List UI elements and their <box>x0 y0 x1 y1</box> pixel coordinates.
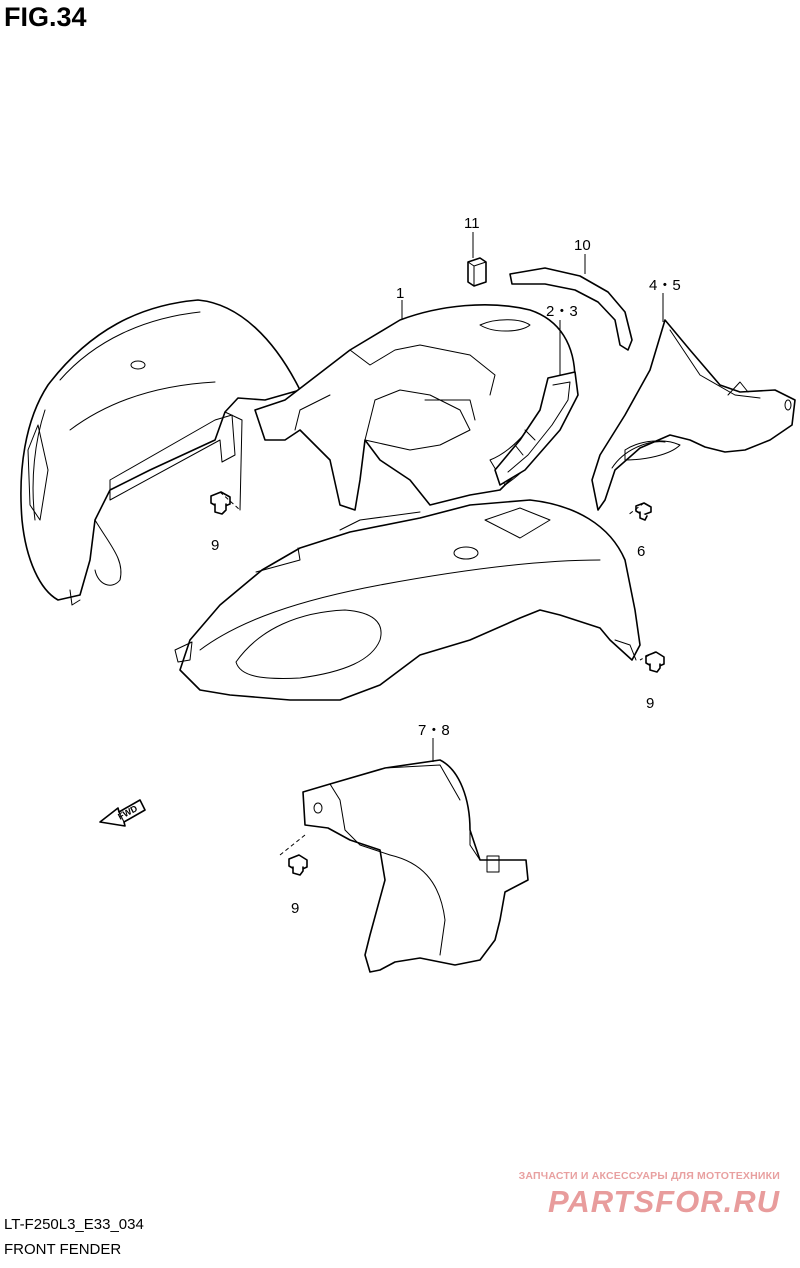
callout-9-left: 9 <box>211 537 219 554</box>
screw-6 <box>635 502 652 521</box>
watermark-logo: PARTSFOR.RU <box>547 1184 780 1219</box>
figure-code: LT-F250L3_E33_034 <box>4 1216 144 1233</box>
trim-strip <box>509 267 633 351</box>
lower-fender-cover <box>302 759 529 973</box>
bolt-9-left <box>210 491 231 515</box>
callout-9-right: 9 <box>646 695 654 712</box>
figure-title: FIG.34 <box>4 2 87 32</box>
callout-11: 11 <box>464 215 480 232</box>
figure-name: FRONT FENDER <box>4 1241 122 1258</box>
callout-2-3: 2・3 <box>546 303 578 320</box>
bolt-9-lower <box>288 854 308 876</box>
callout-9-lower: 9 <box>291 900 299 917</box>
right-side-panel <box>591 319 796 511</box>
callout-6: 6 <box>637 543 645 560</box>
left-side-fender-panel <box>20 299 301 606</box>
callout-1: 1 <box>396 285 404 302</box>
bolt-9-right <box>645 651 665 673</box>
leader-lines <box>219 232 664 856</box>
callout-4-5: 4・5 <box>649 277 681 294</box>
emblem-grille <box>494 371 579 486</box>
callout-10: 10 <box>574 237 591 254</box>
watermark: ЗАПЧАСТИ И АКСЕССУАРЫ ДЛЯ МОТОТЕХНИКИ PA… <box>519 1170 780 1220</box>
callout-7-8: 7・8 <box>418 722 450 739</box>
watermark-caption: ЗАПЧАСТИ И АКСЕССУАРЫ ДЛЯ МОТОТЕХНИКИ <box>518 1170 780 1182</box>
forward-direction-arrow: FWD <box>99 799 146 827</box>
small-pad <box>467 257 487 287</box>
